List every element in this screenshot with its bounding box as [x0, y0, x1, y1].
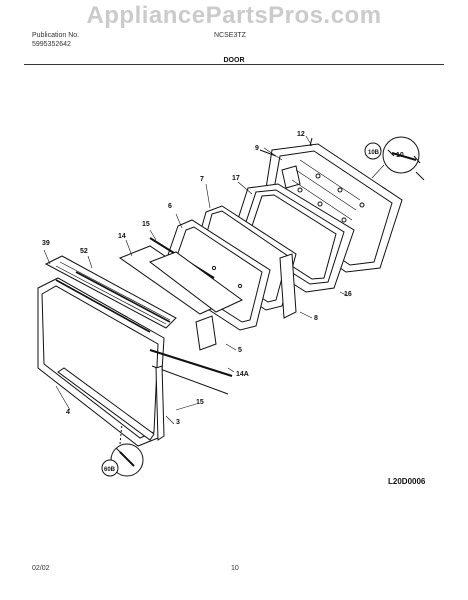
- callout-5: 5: [238, 347, 242, 354]
- leader-lines: [43, 135, 349, 425]
- callout-10: 10: [396, 152, 404, 159]
- model-number: NCSE3TZ: [214, 32, 246, 39]
- side-trim-3: [155, 365, 165, 441]
- callout-8: 8: [314, 315, 318, 322]
- callout-15: 15: [142, 221, 150, 228]
- callout-7: 7: [200, 176, 204, 183]
- screw-callout-10b: [371, 136, 421, 179]
- watermark: AppliancePartsPros.com: [86, 2, 382, 29]
- screw-10: [415, 171, 425, 181]
- insulation-8: [279, 253, 297, 319]
- strip-14a: [149, 349, 233, 377]
- publication-label: Publication No.: [32, 32, 80, 39]
- callout-12: 12: [297, 131, 305, 138]
- bottom-trim: [57, 367, 155, 441]
- insulation-14: [118, 245, 243, 315]
- callout-17: 17: [232, 175, 240, 182]
- screw-callout-60b: [101, 423, 144, 477]
- callout-bubble-10b: [364, 142, 382, 160]
- callout-39: 39: [42, 240, 50, 247]
- callout-14a: 14A: [236, 371, 249, 378]
- callout-9: 9: [255, 145, 259, 152]
- footer-date: 02/02: [32, 565, 50, 572]
- footer-page-number: 10: [231, 565, 239, 572]
- callout-16: 16: [344, 291, 352, 298]
- door-handle-52: [44, 255, 177, 329]
- outer-door-panel-4: [37, 277, 165, 447]
- publication-number: 5995352642: [32, 41, 71, 48]
- callout-10b: 10B: [368, 150, 380, 156]
- glass-strip-5: [195, 315, 217, 351]
- page-title: DOOR: [223, 57, 245, 64]
- callout-14: 14: [118, 233, 126, 240]
- callout-52: 52: [80, 248, 88, 255]
- callout-3: 3: [176, 419, 180, 426]
- strip-15-lower: [151, 365, 229, 395]
- callout-15-lower: 15: [196, 399, 204, 406]
- title-rule: [24, 64, 444, 65]
- callout-6: 6: [168, 203, 172, 210]
- diagram-code: L20D0006: [388, 477, 426, 486]
- callout-4: 4: [66, 409, 70, 416]
- callout-60b: 60B: [104, 467, 116, 473]
